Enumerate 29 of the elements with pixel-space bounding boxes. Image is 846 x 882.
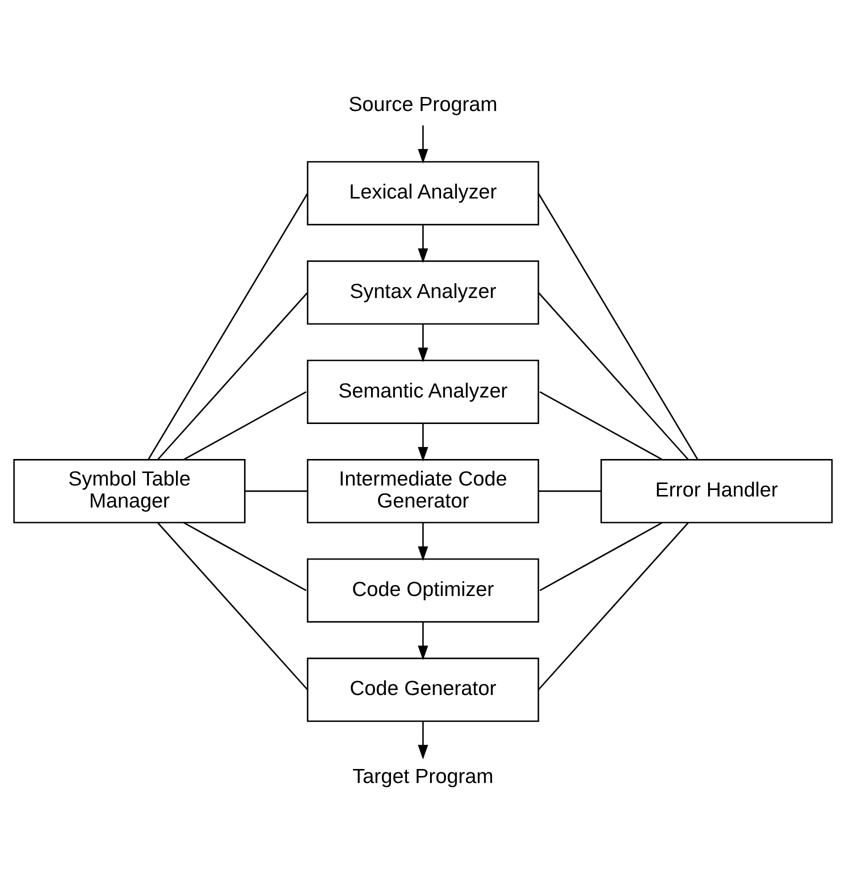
connector <box>184 390 306 460</box>
node-text: Target Program <box>352 764 494 788</box>
arrow <box>418 522 428 560</box>
node-box: Error Handler <box>600 458 833 523</box>
connector <box>245 490 308 492</box>
node-box: Lexical Analyzer <box>306 160 540 225</box>
connector <box>184 522 306 591</box>
node-box: Code Generator <box>306 657 540 722</box>
connector <box>538 192 698 460</box>
arrow <box>418 224 428 262</box>
connector <box>157 522 308 690</box>
connector <box>540 522 662 591</box>
node-box: Intermediate Code Generator <box>306 458 540 523</box>
node-box: Syntax Analyzer <box>306 260 540 324</box>
arrow <box>418 124 428 164</box>
node-box: Code Optimizer <box>306 558 540 622</box>
arrow <box>418 621 428 660</box>
arrow <box>418 323 428 362</box>
connector <box>148 192 308 460</box>
node-box: Symbol Table Manager <box>13 458 246 523</box>
node-box: Semantic Analyzer <box>306 359 540 424</box>
connector <box>538 490 601 492</box>
node-text: Source Program <box>348 92 498 116</box>
connector <box>157 292 308 460</box>
arrow <box>418 720 428 760</box>
arrow <box>418 422 428 462</box>
connector <box>538 292 689 460</box>
connector <box>540 390 662 460</box>
connector <box>538 522 689 690</box>
